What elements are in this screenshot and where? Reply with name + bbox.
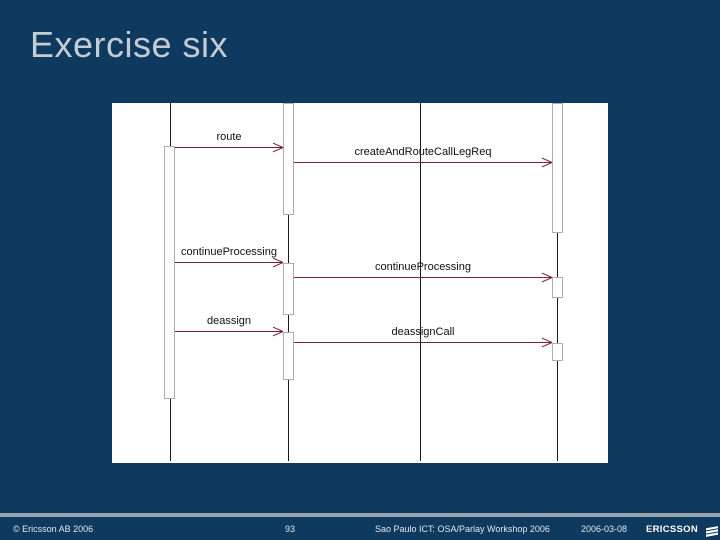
- activation-bar-3: [283, 263, 294, 315]
- message-line-2: [294, 162, 552, 163]
- message-label-5: deassign: [206, 315, 252, 327]
- activation-bar-5: [552, 103, 563, 233]
- message-label-2: createAndRouteCallLegReq: [354, 146, 492, 158]
- message-line-5: [175, 331, 283, 332]
- slide-title: Exercise six: [30, 24, 229, 65]
- footer-page-number: 93: [284, 524, 295, 534]
- footer: © Ericsson AB 2006 93 Sao Paulo ICT: OSA…: [0, 522, 720, 538]
- message-label-6: deassignCall: [391, 326, 455, 338]
- activation-bar-2: [283, 103, 294, 215]
- footer-copyright: © Ericsson AB 2006: [13, 524, 94, 534]
- footer-brand: ERICSSON: [646, 522, 719, 538]
- lifeline-3: [420, 103, 421, 461]
- message-line-6: [294, 342, 552, 343]
- footer-divider: [0, 513, 720, 517]
- ericsson-logo-icon: [705, 526, 718, 537]
- message-label-4: continueProcessing: [374, 261, 471, 273]
- message-line-4: [294, 277, 552, 278]
- ericsson-wordmark: ERICSSON: [646, 524, 699, 535]
- message-label-1: route: [216, 131, 242, 143]
- activation-bar-7: [552, 343, 563, 361]
- footer-event: Sao Paulo ICT: OSA/Parlay Workshop 2006: [375, 524, 550, 534]
- message-line-3: [175, 262, 283, 263]
- activation-bar-1: [164, 146, 175, 399]
- footer-date: 2006-03-08: [581, 524, 628, 534]
- activation-bar-6: [552, 277, 563, 298]
- sequence-diagram-panel: route createAndRouteCallLegReq continuePro…: [112, 103, 608, 463]
- message-line-1: [175, 147, 283, 148]
- activation-bar-4: [283, 332, 294, 380]
- message-label-3: continueProcessing: [180, 246, 277, 258]
